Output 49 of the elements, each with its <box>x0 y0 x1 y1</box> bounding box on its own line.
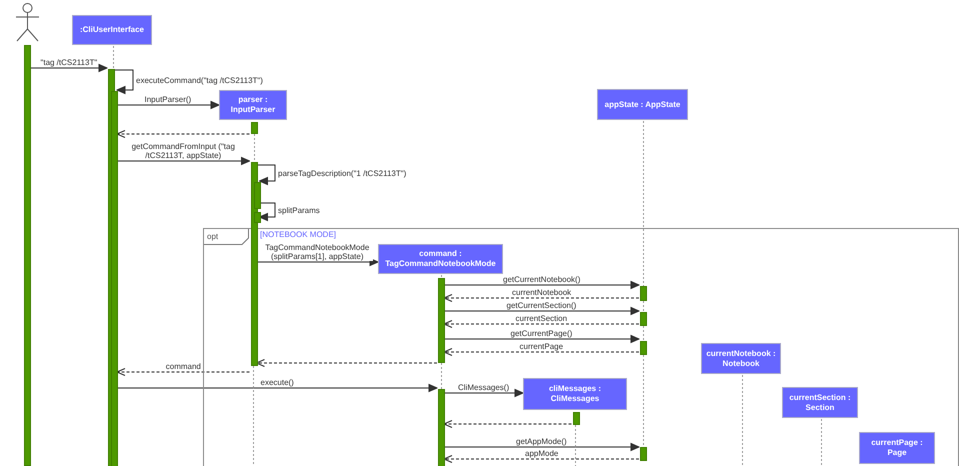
message-label: getCurrentPage() <box>510 328 572 338</box>
message-label: getCurrentSection() <box>506 300 576 310</box>
lifeline-head <box>859 432 935 464</box>
fragment-operator: opt <box>204 229 249 245</box>
return-arrow <box>116 130 250 138</box>
return-arrow <box>116 368 250 376</box>
message-label: getCurrentNotebook() <box>503 274 580 284</box>
message-label: getAppMode() <box>516 436 567 446</box>
object-name: :CliUserInterface <box>80 25 144 35</box>
return-arrow <box>444 294 640 302</box>
object-name: currentNotebook : Notebook <box>705 348 777 368</box>
message-label: command <box>166 362 201 370</box>
message-label: appMode <box>525 448 558 458</box>
message-arrow <box>116 157 250 165</box>
message-arrow <box>116 101 220 109</box>
object-name: command : TagCommandNotebookMode <box>384 249 497 269</box>
self-message-arrow <box>114 70 134 94</box>
message-arrow <box>30 64 108 72</box>
message-label: InputParser() <box>144 94 192 104</box>
message-label: parseTagDescription("1 /tCS2113T") <box>278 168 406 178</box>
message-label: splitParams <box>278 206 320 214</box>
guard-condition: [NOTEBOOK MODE] <box>260 230 336 240</box>
message-label: execute() <box>260 378 294 386</box>
message-label: executeCommand("tag /tCS2113T") <box>136 76 263 84</box>
fragment-frame <box>203 228 959 466</box>
message-label: currentNotebook <box>512 288 572 296</box>
message-arrow <box>444 281 640 289</box>
self-message-arrow <box>259 202 276 221</box>
message-label: currentSection <box>516 314 568 322</box>
return-arrow <box>444 320 640 328</box>
message-label: currentPage <box>520 342 564 350</box>
message-arrow <box>444 443 640 451</box>
object-name: appState : AppState <box>604 100 680 110</box>
message-arrow <box>256 258 378 266</box>
object-name: currentSection : Section <box>788 392 852 412</box>
return-arrow <box>444 420 572 428</box>
object-name: parser : InputParser <box>230 95 276 115</box>
message-label: CliMessages() <box>458 382 510 392</box>
message-arrow <box>444 307 640 315</box>
object-name: currentPage : Page <box>870 438 924 458</box>
object-name: cliMessages : CliMessages <box>548 384 602 404</box>
message-arrow <box>116 384 438 392</box>
return-arrow <box>256 359 438 367</box>
message-arrow <box>444 389 524 397</box>
return-arrow <box>444 455 640 463</box>
message-label: "tag /tCS2113T" <box>40 58 98 66</box>
message-arrow <box>444 335 640 343</box>
self-message-arrow <box>256 164 276 185</box>
return-arrow <box>444 348 640 356</box>
